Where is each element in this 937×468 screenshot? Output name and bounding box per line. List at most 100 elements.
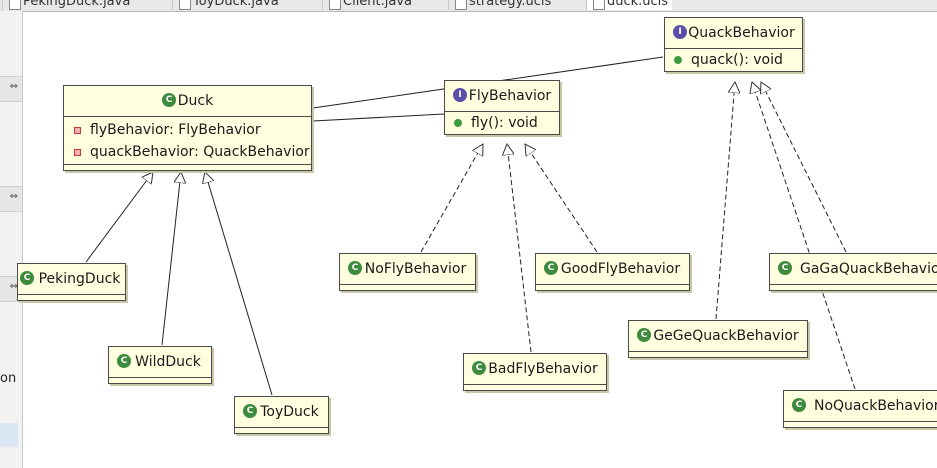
panel-selection bbox=[0, 423, 18, 447]
class-name: NoQuackBehavior bbox=[814, 398, 937, 414]
tab-duck-ucls[interactable]: duck.ucls bbox=[586, 0, 673, 10]
extends-pekingduck bbox=[85, 172, 153, 263]
class-icon: C bbox=[778, 261, 792, 275]
panel-strip[interactable]: ⇔ bbox=[0, 276, 22, 302]
method-row[interactable]: fly(): void bbox=[445, 112, 559, 134]
editor-tab-bar: PekingDuck.java ToyDuck.java Client.java… bbox=[0, 0, 937, 12]
class-noquackbehavior[interactable]: C NoQuackBehavior bbox=[783, 390, 937, 428]
tab-strategy-ucls[interactable]: strategy.ucls bbox=[448, 0, 555, 10]
private-field-icon bbox=[74, 127, 81, 134]
implements-goodfly bbox=[525, 144, 598, 253]
class-icon: C bbox=[348, 261, 362, 275]
empty-section bbox=[340, 285, 475, 290]
empty-section bbox=[770, 285, 937, 290]
public-method-icon bbox=[454, 119, 462, 127]
java-file-icon bbox=[9, 0, 21, 10]
class-icon: C bbox=[792, 398, 806, 412]
aggregation-duck-fly bbox=[313, 113, 445, 121]
class-icon: C bbox=[20, 271, 34, 285]
left-side-panel: ⇔ ⇔ ⇔ on bbox=[0, 11, 23, 468]
class-wildduck[interactable]: C WildDuck bbox=[108, 346, 212, 384]
class-name: GeGeQuackBehavior bbox=[653, 328, 799, 344]
field-row[interactable]: quackBehavior: QuackBehavior bbox=[64, 141, 311, 163]
class-icon: C bbox=[243, 404, 257, 418]
field-text: quackBehavior: QuackBehavior bbox=[90, 144, 310, 160]
empty-section bbox=[235, 428, 328, 433]
tab-label: ToyDuck.java bbox=[193, 0, 279, 9]
class-header: C WildDuck bbox=[109, 347, 211, 378]
class-icon: C bbox=[637, 328, 651, 342]
extends-toyduck bbox=[205, 172, 273, 396]
implements-nofly bbox=[420, 144, 483, 253]
field-row[interactable]: flyBehavior: FlyBehavior bbox=[64, 119, 311, 141]
class-name: QuackBehavior bbox=[688, 25, 795, 41]
panel-text: on bbox=[0, 371, 17, 386]
class-icon: C bbox=[117, 354, 131, 368]
class-name: WildDuck bbox=[135, 354, 201, 370]
restore-arrows-icon[interactable]: ⇔ bbox=[9, 191, 18, 202]
class-name: BadFlyBehavior bbox=[488, 361, 598, 377]
empty-section bbox=[18, 295, 125, 300]
class-name: ToyDuck bbox=[260, 404, 319, 420]
method-text: quack(): void bbox=[691, 52, 783, 68]
interface-icon: I bbox=[453, 88, 467, 102]
empty-section bbox=[109, 378, 211, 383]
methods-section: fly(): void bbox=[445, 112, 559, 134]
panel-strip[interactable]: ⇔ bbox=[0, 186, 22, 212]
tab-toyduck[interactable]: ToyDuck.java bbox=[172, 0, 283, 10]
empty-section bbox=[629, 352, 807, 357]
tab-label: duck.ucls bbox=[607, 0, 669, 9]
empty-section bbox=[536, 285, 689, 290]
java-file-icon bbox=[329, 0, 341, 10]
tab-client[interactable]: Client.java bbox=[322, 0, 416, 10]
panel-strip[interactable]: ⇔ bbox=[0, 76, 22, 102]
empty-section bbox=[784, 422, 937, 427]
methods-section: quack(): void bbox=[665, 49, 802, 71]
class-icon: C bbox=[162, 93, 176, 107]
diagram-file-icon bbox=[593, 0, 605, 10]
method-row[interactable]: quack(): void bbox=[665, 49, 802, 71]
class-name: NoFlyBehavior bbox=[364, 261, 467, 277]
empty-section bbox=[464, 385, 606, 390]
implements-gegequack bbox=[715, 82, 735, 320]
fields-section: flyBehavior: FlyBehavior quackBehavior: … bbox=[64, 117, 311, 165]
restore-arrows-icon[interactable]: ⇔ bbox=[9, 81, 18, 92]
restore-arrows-icon[interactable]: ⇔ bbox=[9, 281, 18, 292]
diagram-file-icon bbox=[455, 0, 467, 10]
methods-section bbox=[64, 165, 311, 170]
tab-pekingduck[interactable]: PekingDuck.java bbox=[2, 0, 134, 10]
method-text: fly(): void bbox=[471, 115, 538, 131]
field-text: flyBehavior: FlyBehavior bbox=[90, 122, 261, 138]
java-file-icon bbox=[179, 0, 191, 10]
private-field-icon bbox=[74, 149, 81, 156]
interface-icon: I bbox=[673, 25, 687, 39]
extends-wildduck bbox=[161, 172, 181, 346]
class-name: FlyBehavior bbox=[468, 88, 552, 104]
class-name: GoodFlyBehavior bbox=[560, 261, 681, 277]
implements-noquack bbox=[752, 82, 856, 390]
class-icon: C bbox=[472, 361, 486, 375]
implements-gagaquack bbox=[761, 82, 847, 253]
tab-label: PekingDuck.java bbox=[23, 0, 131, 9]
class-header: C NoQuackBehavior bbox=[784, 391, 937, 422]
class-icon: C bbox=[544, 261, 558, 275]
